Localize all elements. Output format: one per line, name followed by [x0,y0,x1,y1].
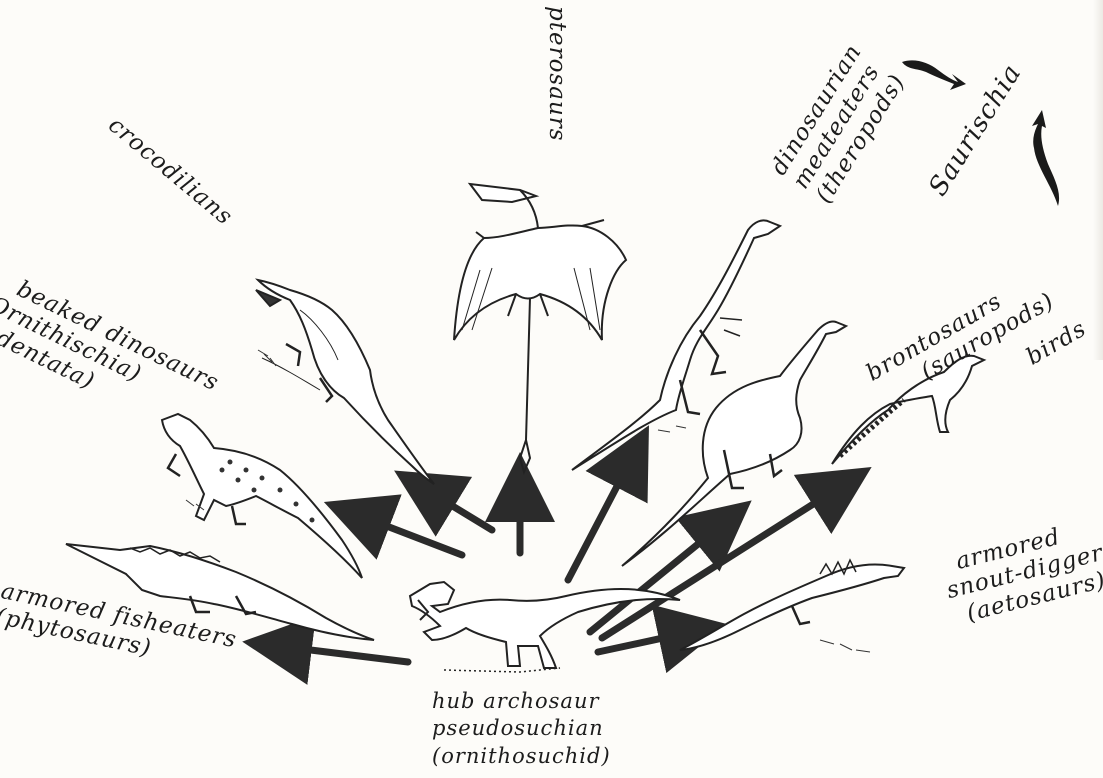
arrow-to-crocodilians [418,485,492,530]
sauropod-drawing [622,321,846,566]
arrow-to-ornithischia [350,512,462,555]
page-edge-shadow [1093,0,1103,360]
ornithosuchid-drawing [410,582,680,672]
label-pterosaurs: pterosaurs [544,6,570,142]
arrow-to-phytosaurs [270,645,408,662]
pterosaur-drawing [454,184,626,472]
arrow-to-birds [602,482,848,638]
aetosaur-drawing [680,560,904,650]
crocodile-drawing [256,280,434,484]
label-hub: hub archosaur pseudosuchian (ornithosuch… [432,688,611,770]
arrows [270,450,848,662]
arrow-to-theropods [568,450,636,580]
saurischia-lower-arrow [1032,110,1059,206]
saurischia-upper-arrow [902,60,966,90]
